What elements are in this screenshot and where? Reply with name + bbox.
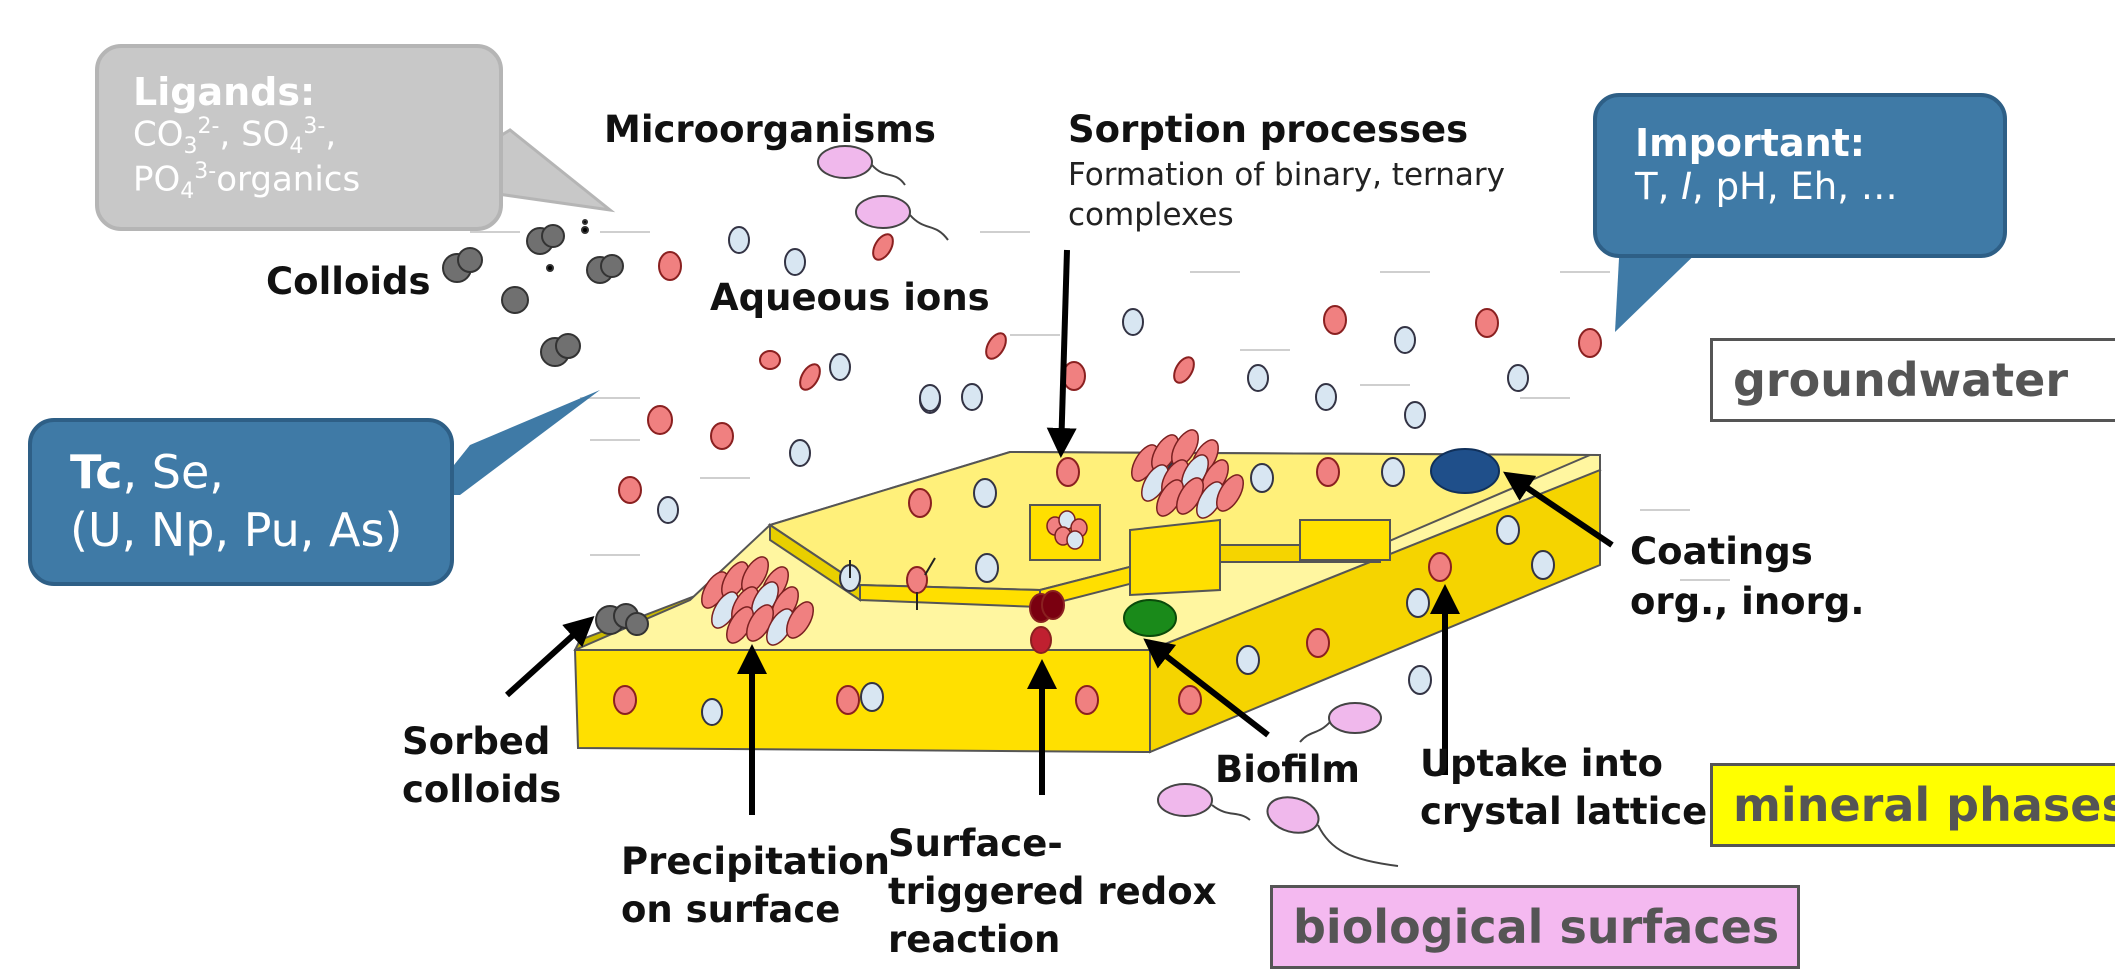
label-microorganisms: Microorganisms — [604, 108, 936, 152]
label-sorbed-line1: Sorbed — [402, 720, 550, 764]
param-rest: , pH, Eh, … — [1692, 165, 1898, 208]
ligand-po4: PO — [133, 159, 180, 199]
label-precip-line1: Precipitation — [621, 840, 890, 884]
element-tc: Tc — [70, 445, 123, 499]
important-params: T, I, pH, Eh, … — [1635, 165, 2003, 208]
ligands-title: Ligands: — [133, 70, 499, 114]
ligands-bubble: Ligands: CO32-, SO43-, PO43-organics — [95, 44, 503, 231]
elements-line2: (U, Np, Pu, As) — [70, 502, 450, 560]
legend-groundwater: groundwater — [1710, 338, 2115, 422]
ligand-comma: , — [325, 114, 336, 154]
ligand-co3: CO — [133, 114, 184, 154]
label-aqueous-ions: Aqueous ions — [710, 276, 990, 320]
ligand-so4-sub: 4 — [289, 134, 303, 159]
param-t: T, — [1635, 165, 1681, 208]
label-uptake-line2: crystal lattice — [1420, 790, 1707, 834]
label-redox-line3: reaction — [888, 918, 1060, 962]
label-sorption-line1: Formation of binary, ternary — [1068, 155, 1505, 195]
ligand-co3-sup: 2- — [198, 114, 220, 139]
label-precip-line2: on surface — [621, 888, 840, 932]
label-redox-line1: Surface- — [888, 822, 1063, 866]
elements-bubble: Tc, Se, (U, Np, Pu, As) — [28, 418, 454, 586]
ligands-line2: PO43-organics — [133, 159, 499, 204]
label-colloids: Colloids — [266, 260, 431, 304]
ligand-po4-sub: 4 — [180, 179, 194, 204]
label-coatings-line2: org., inorg. — [1630, 580, 1864, 624]
ligands-line1: CO32-, SO43-, — [133, 114, 499, 159]
param-i: I — [1681, 165, 1692, 208]
coating-blob — [1431, 449, 1499, 493]
ligand-co3-sub: 3 — [184, 134, 198, 159]
label-coatings-line1: Coatings — [1630, 530, 1813, 574]
biofilm-blob — [1124, 600, 1176, 636]
ligand-organics: organics — [216, 159, 360, 199]
ligand-so4-sup: 3- — [303, 114, 325, 139]
element-se: , Se, — [123, 445, 224, 499]
important-title: Important: — [1635, 121, 2003, 165]
label-sorbed-line2: colloids — [402, 768, 561, 812]
important-bubble: Important: T, I, pH, Eh, … — [1593, 93, 2007, 258]
label-uptake-line1: Uptake into — [1420, 742, 1663, 786]
ligand-po4-sup: 3- — [194, 159, 216, 184]
legend-biological-surfaces: biological surfaces — [1270, 885, 1800, 969]
label-biofilm: Biofilm — [1215, 748, 1360, 792]
label-redox-line2: triggered redox — [888, 870, 1217, 914]
ligand-so4: , SO — [219, 114, 289, 154]
elements-line1: Tc, Se, — [70, 444, 450, 502]
label-sorption-line2: complexes — [1068, 195, 1234, 235]
legend-mineral-phases: mineral phases — [1710, 763, 2115, 847]
label-sorption-title: Sorption processes — [1068, 108, 1468, 152]
elements-bubble-tail — [430, 385, 630, 505]
